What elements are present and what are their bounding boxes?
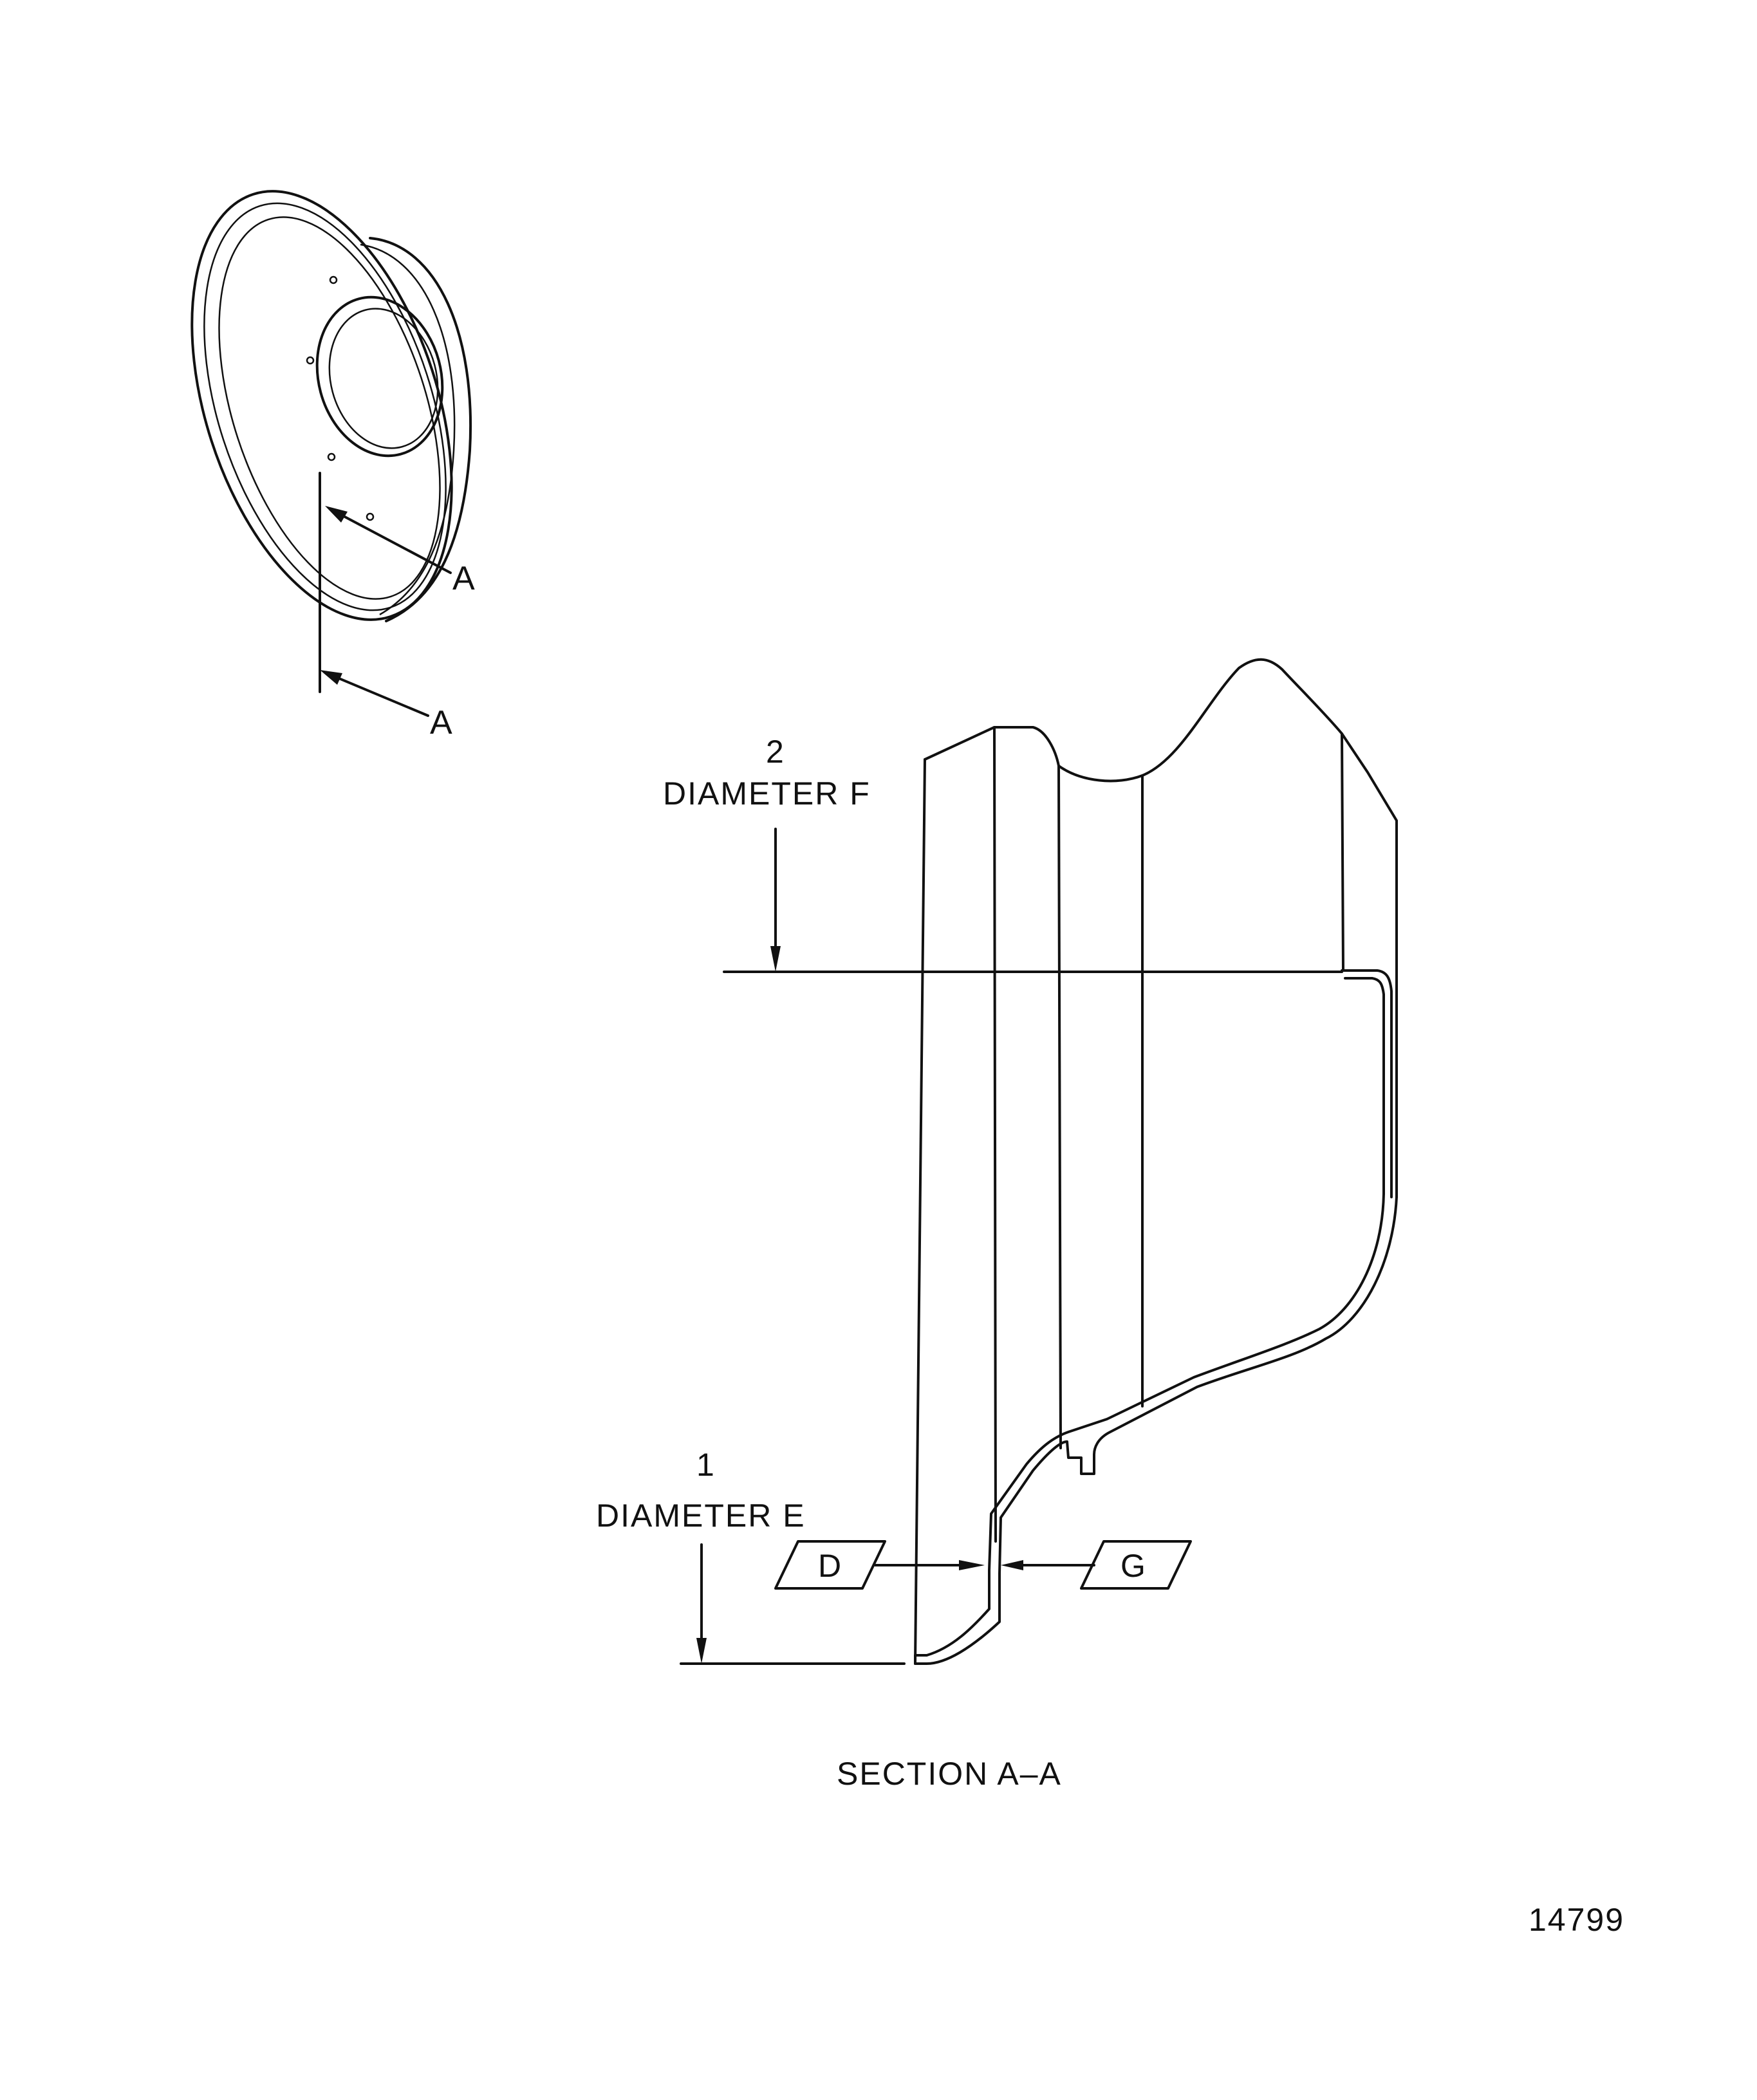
section-label-top: A bbox=[452, 560, 477, 597]
callout-1-number: 1 bbox=[696, 1447, 716, 1483]
section-title: SECTION A–A bbox=[837, 1756, 1062, 1792]
datum-d-label: D bbox=[818, 1548, 842, 1584]
figure-number: 14799 bbox=[1529, 1902, 1624, 1938]
datum-g-label: G bbox=[1120, 1548, 1147, 1584]
diameter-f-label: DIAMETER F bbox=[663, 776, 871, 812]
diameter-e-label: DIAMETER E bbox=[596, 1498, 806, 1534]
isometric-part-view bbox=[191, 190, 472, 717]
section-a-a-profile bbox=[680, 658, 1398, 1665]
callout-2-number: 2 bbox=[766, 734, 785, 770]
section-label-bottom: A bbox=[430, 704, 454, 741]
